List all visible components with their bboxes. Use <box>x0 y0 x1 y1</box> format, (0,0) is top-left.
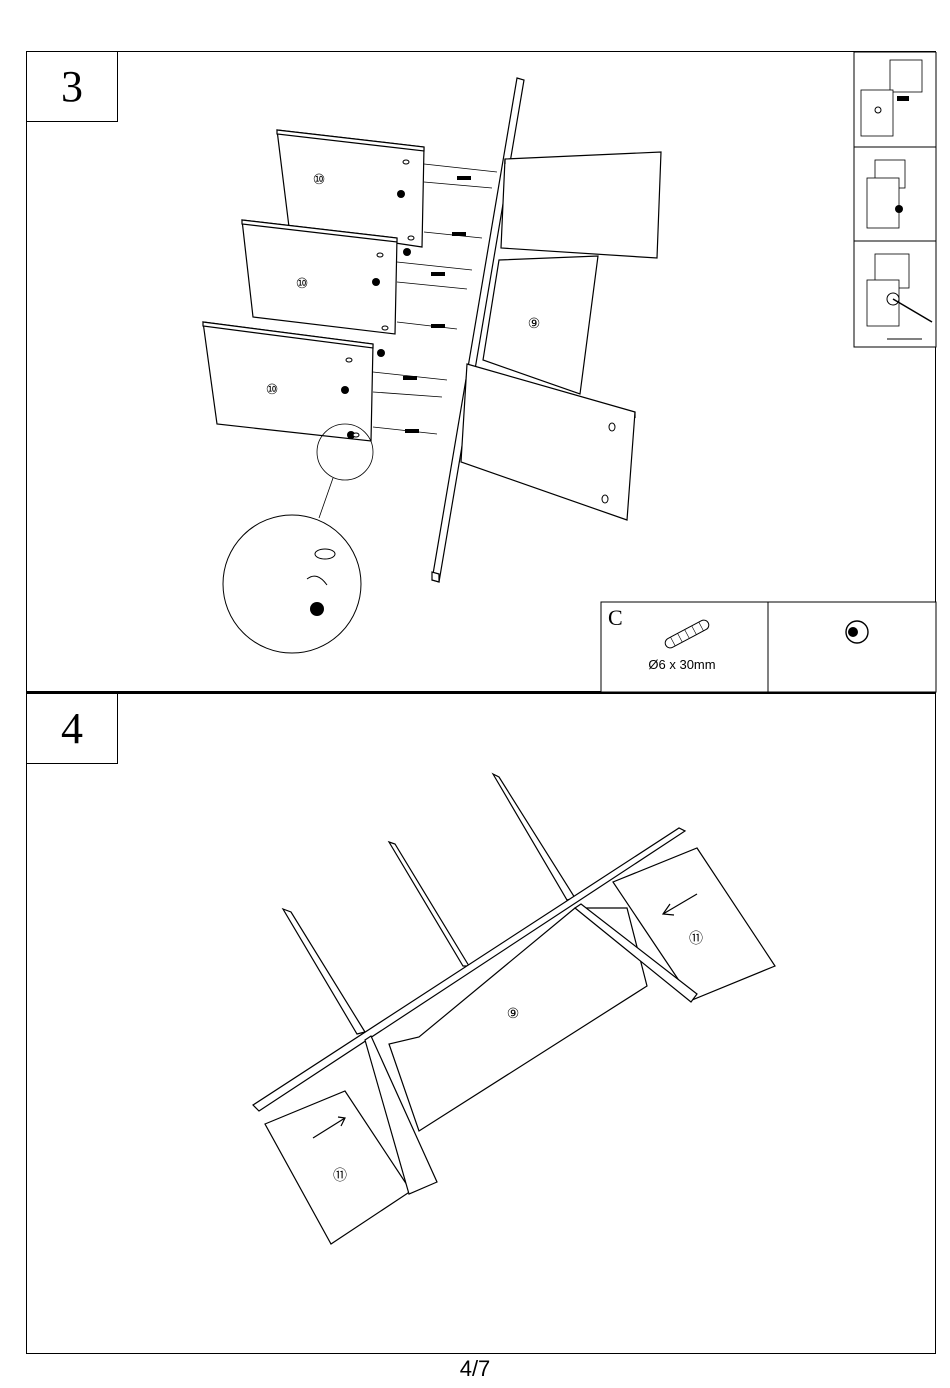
part-label: ⑩ <box>313 173 326 188</box>
shelf-right-lower <box>461 364 635 520</box>
part-label: ⑩ <box>266 383 279 398</box>
hardware-letter: C <box>608 605 623 630</box>
step-4-illustration: ⑨ ⑪ ⑪ <box>27 694 933 1354</box>
part-label: ⑪ <box>333 1168 347 1184</box>
page-number: 4/7 <box>0 1356 950 1382</box>
instruction-thumbnails <box>854 52 936 347</box>
step-3-illustration: ⑩ ⑩ ⑩ ⑨ <box>27 52 937 693</box>
dowel-spec: Ø6 x 30mm <box>648 657 715 672</box>
part-label: ⑨ <box>507 1007 520 1022</box>
step-4-panel: 4 ⑨ ⑪ ⑪ <box>26 692 936 1354</box>
shelf-right-upper <box>501 152 661 258</box>
zoom-detail <box>223 515 361 653</box>
hardware-table <box>601 602 936 692</box>
part-label: ⑩ <box>296 277 309 292</box>
step-3-panel: 3 <box>26 51 936 692</box>
part-label: ⑨ <box>528 317 541 332</box>
part-10-bottom <box>203 322 373 441</box>
part-label: ⑪ <box>689 931 703 947</box>
